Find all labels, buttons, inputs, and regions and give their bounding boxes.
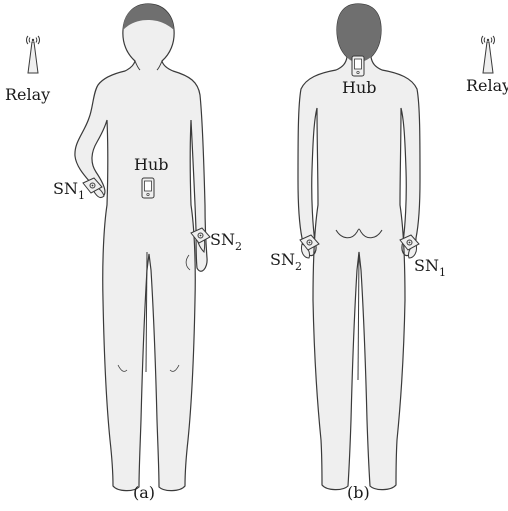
relay-label-left: Relay — [5, 85, 50, 104]
sn1-label-front: SN1 — [53, 179, 85, 202]
hub-device-icon — [142, 178, 154, 198]
relay-antenna-icon — [482, 36, 495, 73]
relay-antenna-icon — [27, 36, 40, 73]
back-leg-inner-line — [358, 252, 359, 380]
sn2-label-front: SN2 — [210, 230, 242, 253]
hub-label-front: Hub — [134, 155, 169, 174]
caption-a: (a) — [133, 483, 155, 502]
front-view — [75, 4, 207, 491]
front-body-silhouette — [75, 4, 207, 491]
relay-label-right: Relay — [466, 76, 508, 95]
hub-label-back: Hub — [342, 78, 377, 97]
back-view — [298, 4, 420, 490]
caption-b: (b) — [347, 483, 370, 502]
hub-device-icon — [352, 56, 364, 76]
back-body-silhouette — [298, 4, 420, 490]
sn1-label-back: SN1 — [414, 256, 446, 279]
sn2-label-back: SN2 — [270, 250, 302, 273]
